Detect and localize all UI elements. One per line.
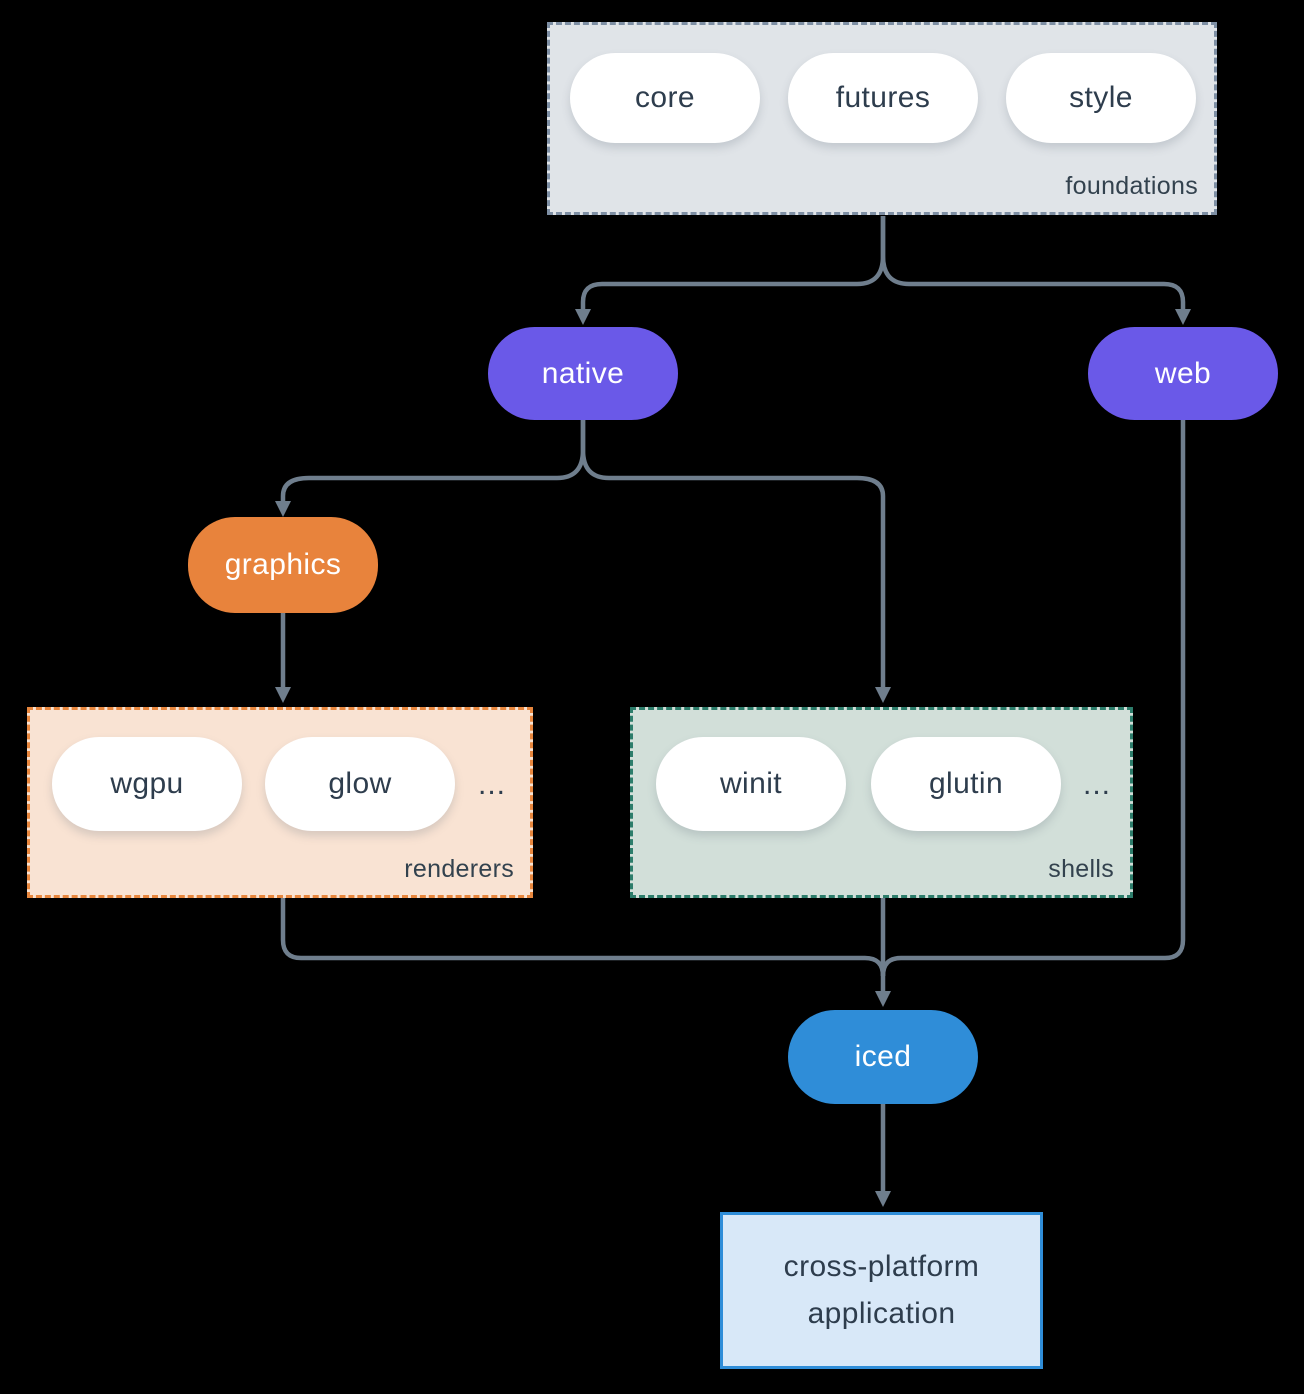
node-winit-label: winit [719, 767, 782, 800]
shells-group-label: shells [1048, 855, 1114, 883]
edge-native-to-graphics [275, 420, 586, 517]
node-graphics-label: graphics [224, 548, 342, 581]
node-web: web [1088, 327, 1278, 420]
node-style: style [1006, 53, 1196, 143]
node-wgpu-label: wgpu [110, 767, 184, 800]
node-application: cross-platform application [720, 1212, 1043, 1369]
edge-native-to-shells [580, 420, 891, 703]
node-winit: winit [656, 737, 846, 831]
foundations-group: core futures style foundations [547, 22, 1217, 215]
node-core: core [570, 53, 760, 143]
node-futures: futures [788, 53, 978, 143]
edge-foundations-to-web [880, 216, 1191, 325]
shells-ellipsis: ... [1083, 768, 1112, 801]
node-futures-label: futures [835, 81, 931, 114]
node-wgpu: wgpu [52, 737, 242, 831]
foundations-group-label: foundations [1065, 172, 1198, 200]
edge-renderers-to-iced [280, 896, 886, 977]
renderers-group: wgpu glow ... renderers [27, 707, 533, 898]
node-core-label: core [635, 81, 695, 114]
renderers-ellipsis: ... [478, 768, 507, 801]
shells-group: winit glutin ... shells [630, 707, 1133, 898]
node-glutin-label: glutin [928, 767, 1004, 800]
node-iced-label: iced [854, 1040, 912, 1073]
node-style-label: style [1069, 81, 1133, 114]
edge-foundations-to-native [575, 216, 886, 325]
node-application-line2: application [807, 1296, 956, 1330]
node-native: native [488, 327, 678, 420]
node-iced: iced [788, 1010, 978, 1104]
node-native-label: native [541, 356, 625, 390]
node-glow: glow [265, 737, 455, 831]
node-web-label: web [1154, 356, 1212, 390]
node-glow-label: glow [328, 767, 392, 800]
renderers-group-label: renderers [404, 855, 514, 883]
node-glutin: glutin [871, 737, 1061, 831]
node-application-line1: cross-platform [783, 1250, 980, 1283]
node-graphics: graphics [188, 517, 378, 613]
